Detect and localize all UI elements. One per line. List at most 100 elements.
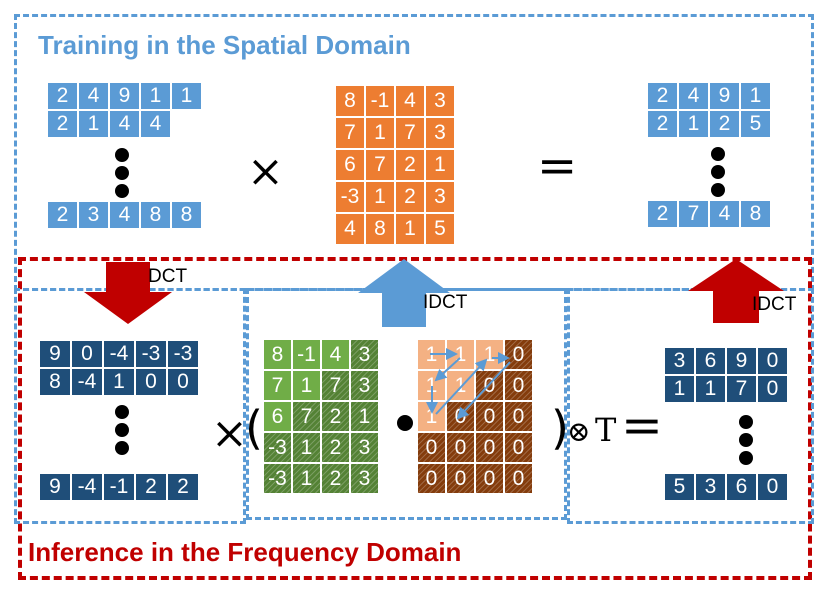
matrix-cell: 3 bbox=[351, 340, 378, 369]
frequency-domain-frame bbox=[18, 257, 812, 580]
matrix-cell: 4 bbox=[322, 340, 349, 369]
matrix-cell: 4 bbox=[110, 111, 139, 137]
matrix-cell: 7 bbox=[336, 118, 364, 148]
matrix-cell: -4 bbox=[72, 474, 102, 500]
matrix-cell: 3 bbox=[426, 182, 454, 212]
matrix-cell: -3 bbox=[168, 341, 198, 367]
matrix-cell: 3 bbox=[696, 474, 725, 500]
matrix-cell: 1 bbox=[104, 369, 134, 395]
matrix-cell: 1 bbox=[447, 371, 474, 400]
matrix-cell: -4 bbox=[72, 369, 102, 395]
matrix-cell: 5 bbox=[665, 474, 694, 500]
matrix-cell: 2 bbox=[322, 433, 349, 462]
matrix-cell: 6 bbox=[727, 474, 756, 500]
matrix-cell: 9 bbox=[710, 83, 739, 109]
matrix-cell: 3 bbox=[426, 86, 454, 116]
zigzag-scan-arrows-icon bbox=[426, 348, 511, 420]
matrix-cell: 1 bbox=[172, 83, 201, 109]
matrix-cell: 4 bbox=[396, 86, 424, 116]
matrix-cell: 7 bbox=[322, 371, 349, 400]
matrix-cell: 1 bbox=[351, 402, 378, 431]
matrix-cell: 2 bbox=[396, 182, 424, 212]
matrix-cell: 8 bbox=[336, 86, 364, 116]
matrix-cell: 6 bbox=[336, 150, 364, 180]
matrix-cell: 0 bbox=[72, 341, 102, 367]
spatial-domain-title: Training in the Spatial Domain bbox=[38, 30, 411, 60]
matrix-cell: 0 bbox=[505, 433, 532, 462]
matrix-cell: 2 bbox=[396, 150, 424, 180]
matrix-cell: 9 bbox=[727, 348, 756, 374]
matrix-cell: 8 bbox=[141, 202, 170, 228]
matrix-cell: 1 bbox=[293, 371, 320, 400]
matrix-cell: 4 bbox=[710, 201, 739, 227]
matrix-cell: 7 bbox=[396, 118, 424, 148]
matrix-cell: 1 bbox=[426, 150, 454, 180]
matrix-cell: 4 bbox=[110, 202, 139, 228]
matrix-cell: 0 bbox=[505, 402, 532, 431]
matrix-cell: 9 bbox=[40, 341, 70, 367]
matrix-cell: 2 bbox=[136, 474, 166, 500]
matrix-cell: 1 bbox=[665, 376, 694, 402]
matrix-cell: 1 bbox=[293, 464, 320, 493]
matrix-cell: 8 bbox=[741, 201, 770, 227]
matrix-cell: 0 bbox=[418, 433, 445, 462]
matrix-cell: 9 bbox=[110, 83, 139, 109]
matrix-cell: 0 bbox=[476, 464, 503, 493]
matrix-cell: 0 bbox=[758, 376, 787, 402]
matrix-cell: 3 bbox=[351, 433, 378, 462]
matrix-cell: 8 bbox=[40, 369, 70, 395]
matrix-cell: 2 bbox=[168, 474, 198, 500]
idct-up-arrow-right-icon bbox=[688, 259, 784, 323]
matrix-cell: 7 bbox=[264, 371, 291, 400]
training-equals-sign: = bbox=[537, 138, 578, 194]
matrix-cell: 5 bbox=[741, 111, 770, 137]
matrix-cell: 8 bbox=[264, 340, 291, 369]
matrix-cell: 7 bbox=[366, 150, 394, 180]
matrix-cell: 3 bbox=[426, 118, 454, 148]
matrix-cell: 7 bbox=[679, 201, 708, 227]
matrix-cell: 0 bbox=[476, 402, 503, 431]
inference-open-paren: ( bbox=[245, 401, 263, 455]
inference-equals-sign: = bbox=[621, 396, 663, 454]
idct-label-right: IDCT bbox=[752, 294, 797, 315]
matrix-cell: -1 bbox=[104, 474, 134, 500]
training-multiply-sign: × bbox=[247, 146, 284, 197]
matrix-cell: 8 bbox=[172, 202, 201, 228]
matrix-cell: 1 bbox=[141, 83, 170, 109]
matrix-cell: 1 bbox=[679, 111, 708, 137]
matrix-cell: 0 bbox=[476, 433, 503, 462]
matrix-cell: 1 bbox=[741, 83, 770, 109]
dct-down-arrow-icon bbox=[84, 262, 172, 324]
matrix-cell: -3 bbox=[336, 182, 364, 212]
matrix-cell: 5 bbox=[426, 214, 454, 244]
inference-multiply-sign: × bbox=[211, 408, 248, 459]
matrix-cell: 0 bbox=[168, 369, 198, 395]
matrix-cell: 7 bbox=[293, 402, 320, 431]
matrix-cell: -1 bbox=[366, 86, 394, 116]
matrix-cell: 2 bbox=[322, 402, 349, 431]
matrix-cell: 8 bbox=[366, 214, 394, 244]
matrix-cell: 3 bbox=[79, 202, 108, 228]
matrix-cell: 0 bbox=[418, 464, 445, 493]
matrix-cell: 6 bbox=[264, 402, 291, 431]
matrix-cell: 0 bbox=[758, 474, 787, 500]
matrix-cell: 1 bbox=[293, 433, 320, 462]
matrix-cell: 0 bbox=[505, 464, 532, 493]
matrix-cell: 2 bbox=[648, 201, 677, 227]
matrix-cell: 2 bbox=[648, 83, 677, 109]
matrix-cell: 2 bbox=[48, 202, 77, 228]
transform-T-symbol: T bbox=[595, 411, 617, 449]
dct-label: DCT bbox=[148, 266, 188, 287]
matrix-cell: 2 bbox=[710, 111, 739, 137]
matrix-cell: 1 bbox=[79, 111, 108, 137]
matrix-cell: 0 bbox=[136, 369, 166, 395]
matrix-cell: 4 bbox=[679, 83, 708, 109]
matrix-cell: 0 bbox=[447, 464, 474, 493]
